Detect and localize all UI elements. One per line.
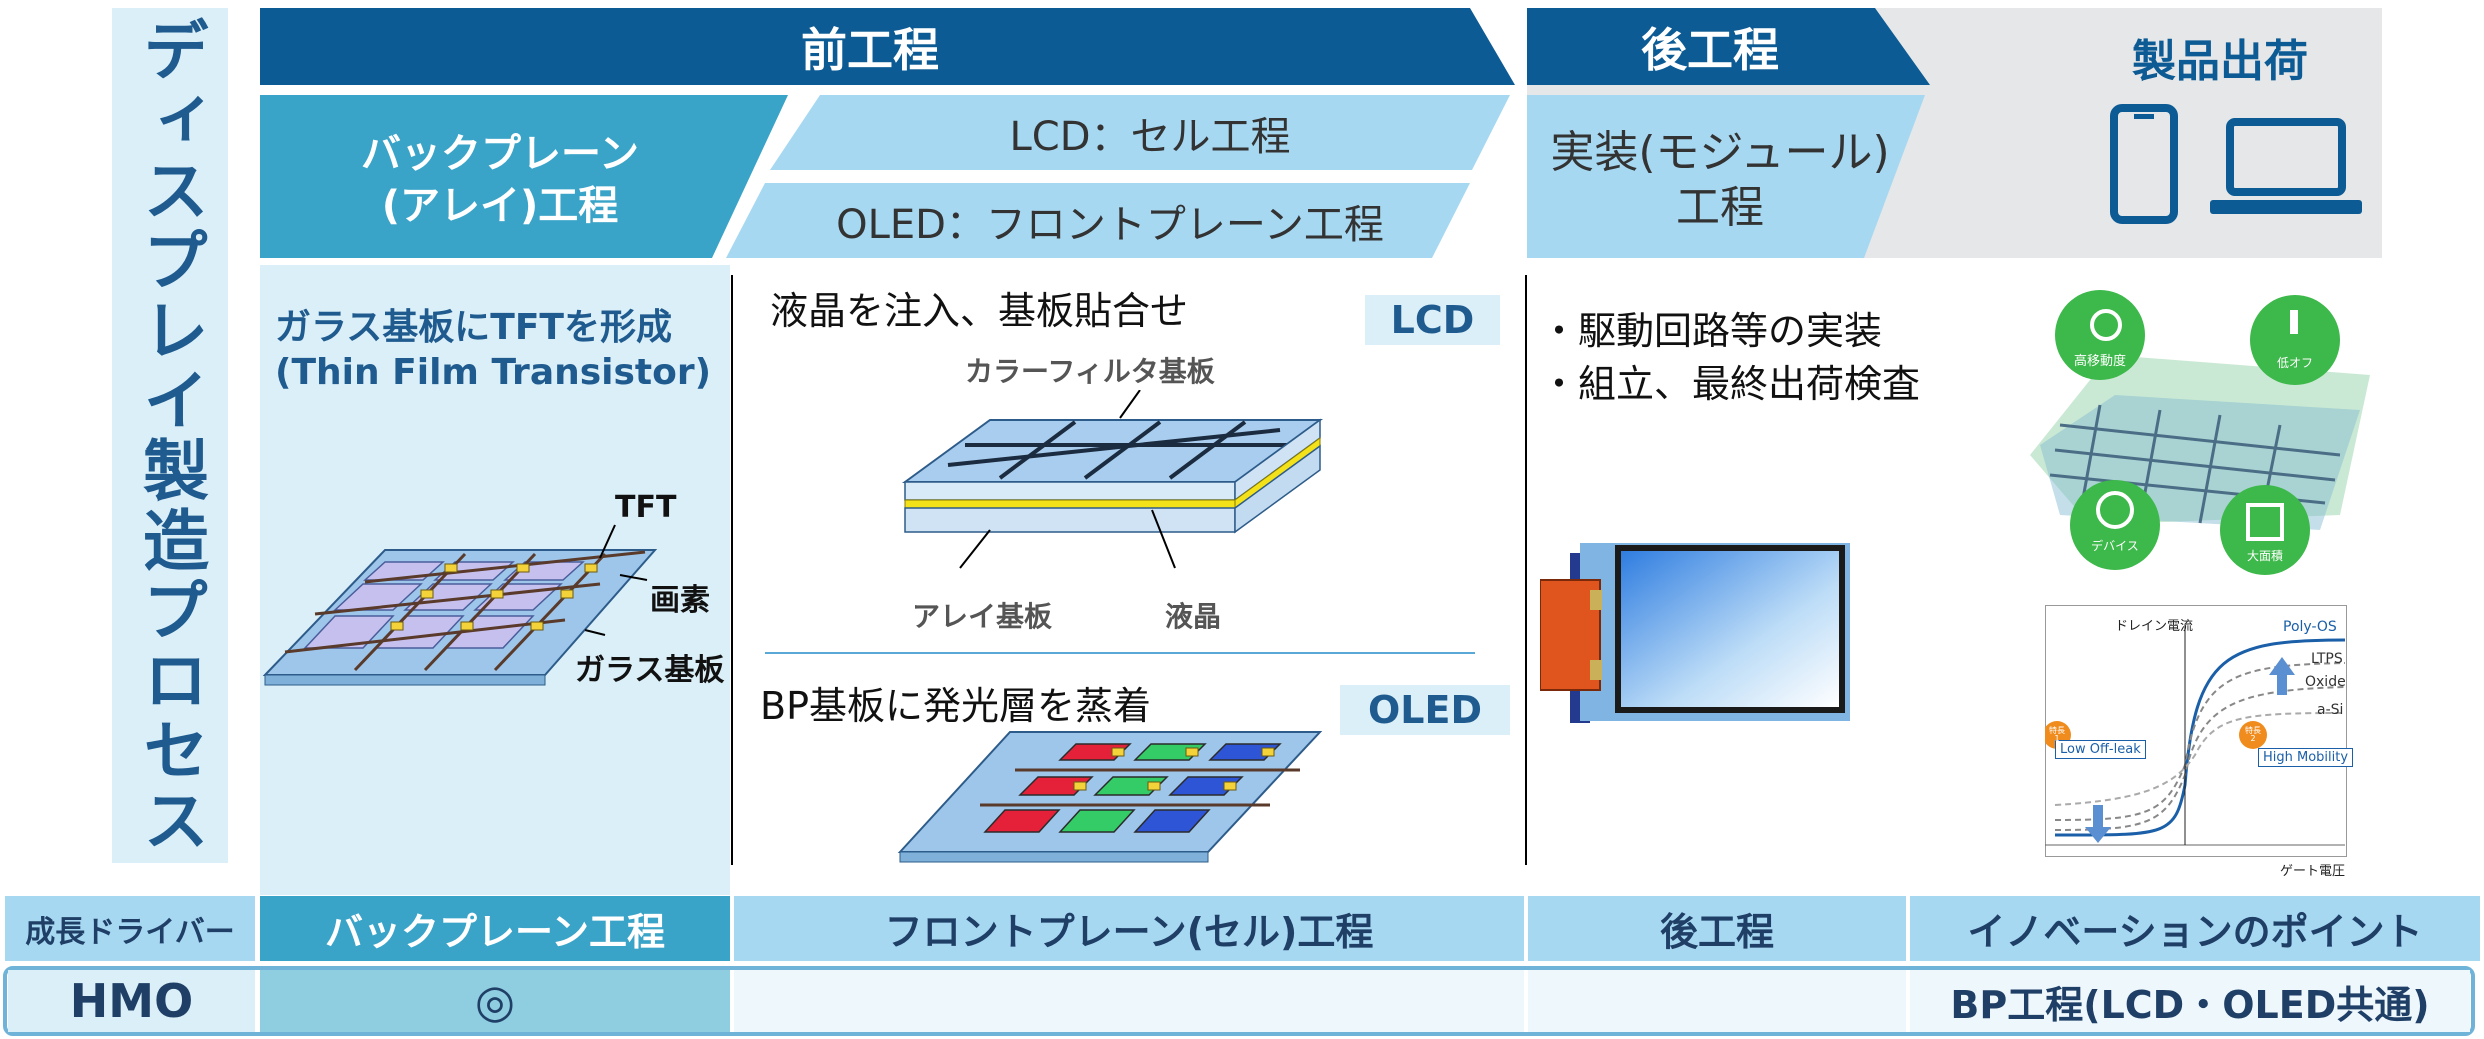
module-banner [1527,95,1925,258]
header-front: 前工程 [801,22,939,77]
oled-heading: BP基板に発光層を蒸着 [760,684,1151,728]
lcd-cell-banner [770,95,1510,170]
tft-array-illustration [262,524,658,686]
divider-2 [1525,275,1527,865]
label-tft: TFT [615,490,677,525]
marker-feature-1: 特長 1 [2049,726,2065,743]
callout-high-mobility: High Mobility [2258,748,2354,767]
subheader-oled-front: OLED：フロントプレーン工程 [836,202,1384,248]
back-item-2: ・組立、最終出荷検査 [1540,362,1921,406]
smartphone-icon [2110,104,2178,224]
divider-1 [731,275,733,865]
label-liquid-crystal: 液晶 [1165,600,1222,633]
oled-illustration [897,731,1323,863]
lcd-badge: LCD [1365,295,1500,345]
row-cell-back [1528,970,1906,1032]
series-label-oxide: Oxide [2305,674,2346,690]
feature-large-area-icon: 大面積 [2220,485,2310,575]
svg-text:高移動度: 高移動度 [2074,353,2126,369]
feature-high-mobility-icon: 高移動度 [2055,290,2145,380]
table-header-innovation: イノベーションのポイント [1910,896,2480,961]
header-banners [260,8,2382,258]
marker-feature-2: 特長 2 [2245,726,2261,743]
label-array-substrate: アレイ基板 [912,600,1053,633]
curve-ltps [2054,662,2345,821]
row-cell-driver: HMO [8,970,255,1032]
svg-text:大面積: 大面積 [2247,548,2283,563]
row-cell-innovation: BP工程(LCD・OLED共通) [1910,970,2470,1032]
tft-features-illustration: 高移動度 低オフ デバイス 大面積 [2030,290,2370,575]
subheader-backplane: バックプレーン (アレイ)工程 [361,131,639,229]
side-title-bg: ディスプレイ製造プロセス [112,8,228,863]
product-icons [2110,104,2362,224]
callout-low-off-leak: Low Off-leak [2055,740,2146,759]
table-row-frame [3,966,2475,1036]
series-label-poly-os: Poly-OS [2283,619,2337,635]
row-cell-backplane: ◎ [260,970,730,1032]
back-item-1: ・駆動回路等の実装 [1540,309,1883,353]
tft-chart-xlabel: ゲート電圧 [2280,864,2346,879]
lcd-oled-separator [765,652,1475,654]
svg-text:低オフ: 低オフ [2277,356,2313,370]
oled-front-banner [726,183,1470,258]
module-illustration [1540,543,1850,723]
header-back: 後工程 [1641,22,1779,77]
lcd-heading: 液晶を注入、基板貼合せ [770,289,1189,333]
row-cell-frontplane [734,970,1524,1032]
curve-a-si [2054,712,2345,806]
front-process-banner [260,8,1515,85]
svg-text:デバイス: デバイス [2091,538,2139,553]
table-header-backplane: バックプレーン工程 [260,896,730,961]
label-glass: ガラス基板 [575,653,725,688]
backplane-banner [260,95,788,258]
subheader-module: 実装(モジュール) 工程 [1550,127,1890,233]
oled-badge: OLED [1340,685,1510,735]
laptop-icon [2210,118,2362,214]
tft-chart-curves [2045,625,2345,846]
table-header-frontplane: フロントプレーン(セル)工程 [734,896,1524,961]
label-pixel: 画素 [650,583,710,618]
side-title: ディスプレイ製造プロセス [132,15,209,856]
tft-chart-ylabel: ドレイン電流 [2115,619,2194,634]
feature-uniform-device-icon: デバイス [2070,480,2160,570]
series-label-a-si: a-Si [2317,702,2344,718]
back-process-banner [1527,8,1930,85]
series-label-ltps: LTPS [2311,651,2343,667]
header-shipping: 製品出荷 [2132,36,2308,87]
backplane-heading: ガラス基板にTFTを形成 (Thin Film Transistor) [275,307,712,393]
table-header-driver: 成長ドライバー [5,896,255,961]
subheader-lcd-cell: LCD：セル工程 [1009,114,1291,160]
table-header-back: 後工程 [1528,896,1906,961]
feature-low-off-leak-icon: 低オフ [2250,295,2340,385]
label-color-filter: カラーフィルタ基板 [965,355,1215,388]
lcd-stack-illustration [901,390,1324,569]
